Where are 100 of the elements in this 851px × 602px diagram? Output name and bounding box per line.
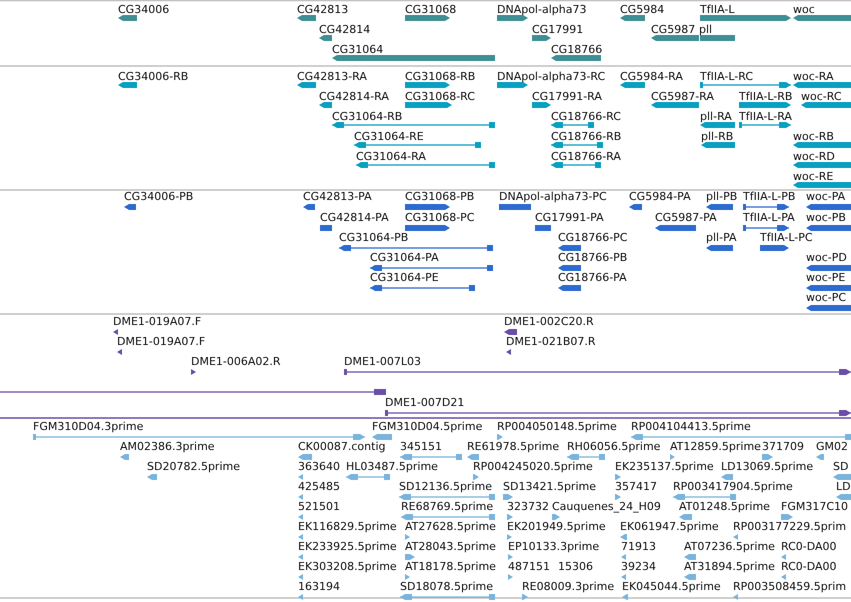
feature-label: AT01248.5prime (679, 500, 770, 514)
feature-label: CG18766-RA (551, 150, 621, 164)
feature-label: TfIIA-L (700, 3, 734, 17)
feature-label: pll-RA (700, 110, 732, 124)
feature-label: LD (836, 480, 851, 494)
feature-label: CG31064-PE (370, 271, 439, 285)
feature-label: CG17991-PA (535, 211, 604, 225)
feature-label: RC0-DA00 (781, 560, 837, 574)
feature-label: EK235137.5prime (615, 460, 714, 474)
feature-label: EK045044.5prime (622, 580, 721, 594)
feature-label: woc-PD (806, 251, 847, 265)
feature-label: DME1-019A07.F (117, 335, 206, 349)
feature-label: TfIIA-L-RB (739, 90, 792, 104)
feature-label: CG31068-PB (405, 190, 474, 204)
feature-label: AT12859.5prime (670, 440, 761, 454)
feature-label: EK201949.5prime (507, 520, 606, 534)
feature-label: TfIIA-L-RC (700, 70, 754, 84)
feature-label: CG31064-PB (339, 231, 408, 245)
feature-label: RE08009.3prime (522, 580, 614, 594)
feature-label: CG31068-RB (405, 70, 476, 84)
feature-label: CK00087.contig (298, 440, 386, 454)
feature-label: RP003177229.5prim (733, 520, 846, 534)
feature-label: woc-PE (806, 271, 846, 285)
feature-label: HL03487.5prime (346, 460, 438, 474)
feature-label: RE61978.5prime (467, 440, 560, 454)
feature-label: CG5987-PA (655, 211, 717, 225)
feature-label: CG18766 (551, 43, 602, 57)
feature-label: RH06056.5prime (567, 440, 660, 454)
feature-label: GM02 (816, 440, 848, 454)
feature-label: CG31064-RA (356, 150, 426, 164)
feature-label: DNApol-alpha73-PC (499, 190, 607, 204)
feature-label: woc-RB (793, 130, 834, 144)
feature-label: AT28043.5prime (405, 540, 496, 554)
feature-label: EK061947.5prime (620, 520, 719, 534)
feature-label: CG42814-PA (320, 211, 389, 225)
feature-label: woc-RD (793, 150, 835, 164)
feature-label: DME1-007L03 (344, 355, 421, 369)
feature-label: woc-RA (793, 70, 834, 84)
feature-label: CG5984 (620, 3, 664, 17)
feature-label: CG18766-RB (551, 130, 622, 144)
feature-label: woc-PA (806, 190, 846, 204)
feature-label: woc (793, 3, 815, 17)
feature-label: CG5984-RA (620, 70, 683, 84)
feature-label: EK116829.5prime (298, 520, 397, 534)
feature-label: CG5987 (651, 23, 696, 37)
feature-label: DNApol-alpha73 (497, 3, 586, 17)
feature-label: AT18178.5prime (405, 560, 496, 574)
feature-label: woc-RC (801, 90, 842, 104)
feature-label: RP004104413.5prime (631, 420, 751, 434)
feature-label: 345151 (400, 440, 442, 454)
feature-label: pll-PB (706, 190, 738, 204)
feature-label: AT27628.5prime (405, 520, 496, 534)
feature-label: 71913 (621, 540, 656, 554)
feature-label: woc-PC (806, 291, 846, 305)
feature-label: AT31894.5prime (684, 560, 775, 574)
feature-label: TfIIA-L-PC (760, 231, 813, 245)
feature-label: 425485 (298, 480, 340, 494)
feature-label: CG34006 (118, 3, 170, 17)
feature-label: CG31064-RE (354, 130, 424, 144)
feature-label: LD13069.5prime (721, 460, 814, 474)
feature-label: 371709 (762, 440, 804, 454)
feature-label: DME1-019A07.F (113, 315, 202, 329)
feature-label: pll-PA (706, 231, 737, 245)
feature-label: pll (699, 23, 712, 37)
feature-label: RE68769.5prime (401, 500, 494, 514)
feature-label: woc-PB (806, 211, 846, 225)
feature-label: CG31068-PC (405, 211, 474, 225)
feature-label: DME1-021B07.R (506, 335, 596, 349)
feature-label: pll-RB (701, 130, 734, 144)
feature-label: SD18078.5prime (400, 580, 493, 594)
feature-label: CG17991 (532, 23, 584, 37)
feature-label: CG34006-RB (118, 70, 188, 84)
feature-label: EK303208.5prime (298, 560, 397, 574)
feature-label: CG18766-RC (551, 110, 621, 124)
feature-label: CG5987-RA (651, 90, 714, 104)
feature-label: CG42813-PA (303, 190, 372, 204)
feature-label: CG18766-PC (558, 231, 628, 245)
feature-label: TfIIA-L-PB (743, 190, 796, 204)
feature-label: 15306 (558, 560, 593, 574)
feature-label: FGM310D04.5prime (372, 420, 482, 434)
feature-label: 521501 (298, 500, 340, 514)
feature-label: CG42813 (297, 3, 348, 17)
feature-label: RC0-DA00 (781, 540, 837, 554)
feature-label: CG31064 (332, 43, 384, 57)
feature-label: 323732 (507, 500, 549, 514)
feature-label: SD20782.5prime (147, 460, 240, 474)
feature-label: AM02386.3prime (120, 440, 215, 454)
feature-label: CG42814-RA (319, 90, 389, 104)
feature-label: CG42814 (319, 23, 370, 37)
feature-label: CG18766-PA (558, 271, 627, 285)
feature-label: CG18766-PB (558, 251, 628, 265)
feature-label: SD13421.5prime (503, 480, 596, 494)
feature-label: SD12136.5prime (399, 480, 492, 494)
feature-label: CG17991-RA (532, 90, 602, 104)
feature-label: SD (833, 460, 848, 474)
feature-label: EK233925.5prime (298, 540, 397, 554)
feature-label: CG31064-RB (332, 110, 402, 124)
feature-label: 357417 (615, 480, 657, 494)
feature-label: DME1-006A02.R (191, 355, 281, 369)
feature-label: 487151 (508, 560, 550, 574)
